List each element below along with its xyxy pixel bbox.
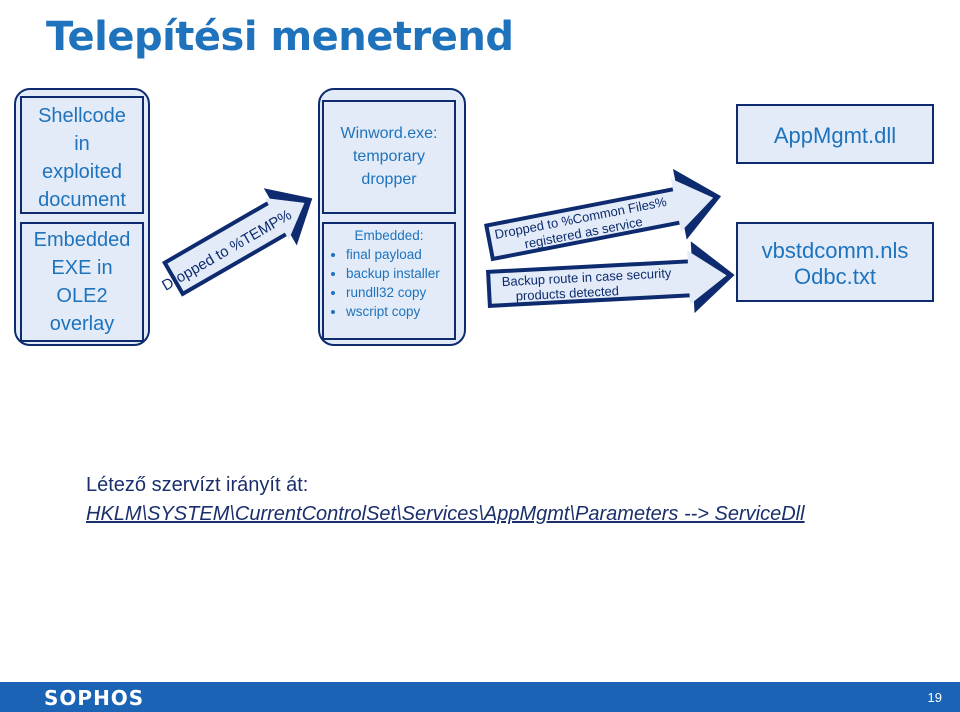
dropper-line: dropper [361, 171, 417, 188]
embedded-exe-line: EXE in [51, 257, 113, 279]
embedded-heading: Embedded: [354, 228, 424, 243]
payload-item: rundll32 copy [346, 283, 450, 302]
redirect-note: Létező szervízt irányít át: [86, 474, 309, 496]
backup-file-label: vbstdcomm.nls [761, 238, 909, 263]
dropper-box: Winword.exe: temporary dropper [322, 100, 456, 214]
embedded-exe-line: Embedded [33, 229, 131, 251]
arrow-backup-route: Backup route in case security products d… [486, 241, 735, 314]
embedded-exe-line: OLE2 [56, 285, 108, 307]
dropper-line: temporary [352, 148, 426, 165]
payload-item: wscript copy [346, 302, 450, 321]
shellcode-line: exploited [41, 161, 123, 183]
shellcode-line: Shellcode [38, 105, 126, 127]
backup-files-box: vbstdcomm.nls Odbc.txt [736, 222, 934, 302]
embedded-exe-line: overlay [49, 313, 115, 335]
arrow-temp-label: Dropped to %TEMP% [159, 206, 295, 294]
arrow-dropped-temp: Dropped to %TEMP% [159, 188, 313, 297]
shellcode-line: document [38, 189, 126, 211]
shellcode-line: in [74, 133, 90, 155]
shellcode-box: Shellcode in exploited document [20, 96, 144, 214]
payload-item: backup installer [346, 264, 450, 283]
footer-bar: SOPHOS 19 [0, 682, 960, 712]
appmgmt-box: AppMgmt.dll [736, 104, 934, 164]
appmgmt-label: AppMgmt.dll [773, 123, 897, 148]
payload-list: final payload backup installer rundll32 … [328, 245, 450, 321]
backup-file-label: Odbc.txt [794, 264, 876, 289]
registry-path: HKLM\SYSTEM\CurrentControlSet\Services\A… [86, 503, 805, 525]
arrow-detected-label: products detected [515, 283, 619, 303]
embedded-payload-box: Embedded: final payload backup installer… [322, 222, 456, 340]
slide-title: Telepítési menetrend [46, 14, 514, 60]
payload-item: final payload [346, 245, 450, 264]
embedded-exe-box: Embedded EXE in OLE2 overlay [20, 222, 144, 342]
page-number: 19 [927, 690, 942, 705]
dropper-line: Winword.exe: [340, 125, 438, 142]
sophos-logo: SOPHOS [44, 686, 145, 710]
